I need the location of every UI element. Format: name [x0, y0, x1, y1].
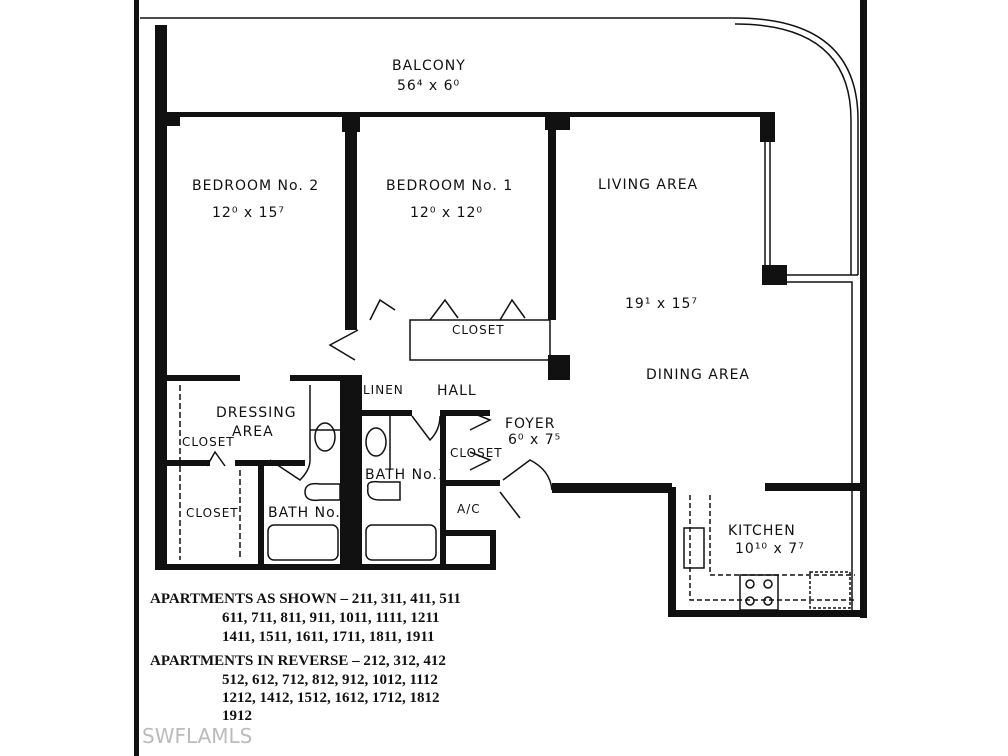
- room-labels: BALCONY 56⁴ x 6⁰ BEDROOM No. 2 12⁰ x 15⁷…: [182, 58, 805, 557]
- apartments-shown-line-1: APARTMENTS AS SHOWN – 211, 311, 411, 511: [150, 591, 461, 607]
- kitchen-size: 10¹⁰ x 7⁷: [735, 541, 805, 557]
- apartments-shown-line-2: 611, 711, 811, 911, 1011, 1111, 1211: [222, 610, 440, 626]
- balcony-label: BALCONY: [392, 58, 466, 74]
- closet-label: CLOSET: [450, 446, 503, 460]
- living-label: LIVING AREA: [598, 177, 698, 193]
- bedroom2-label: BEDROOM No. 2: [192, 178, 319, 194]
- bath1-label: BATH No.1: [365, 467, 448, 483]
- ac-label: A/C: [457, 502, 481, 516]
- closet-label: CLOSET: [452, 323, 505, 337]
- dining-label: DINING AREA: [646, 367, 750, 383]
- outlines: [140, 17, 859, 611]
- hall-label: HALL: [437, 383, 477, 399]
- foyer-label: FOYER: [505, 416, 555, 432]
- apartments-reverse-line-1: APARTMENTS IN REVERSE – 212, 312, 412: [150, 653, 446, 669]
- bedroom1-size: 12⁰ x 12⁰: [410, 205, 483, 221]
- linen-label: LINEN: [363, 383, 404, 397]
- bath2-label: BATH No.2: [268, 505, 351, 521]
- kitchen-label: KITCHEN: [728, 523, 796, 539]
- bedroom1-label: BEDROOM No. 1: [386, 178, 513, 194]
- closet-label: CLOSET: [182, 435, 235, 449]
- watermark: SWFLAMLS: [142, 724, 253, 748]
- closet-label: CLOSET: [186, 506, 239, 520]
- dressing-label-2: AREA: [232, 424, 274, 440]
- apartments-reverse-line-3: 1212, 1412, 1512, 1612, 1712, 1812: [222, 690, 440, 706]
- living-size: 19¹ x 15⁷: [625, 296, 698, 312]
- apartments-reverse-line-2: 512, 612, 712, 812, 912, 1012, 1112: [222, 672, 438, 688]
- balcony-size: 56⁴ x 6⁰: [397, 78, 460, 94]
- walls: [134, 0, 867, 756]
- apartments-shown-line-3: 1411, 1511, 1611, 1711, 1811, 1911: [222, 629, 435, 645]
- apartments-reverse-line-4: 1912: [222, 708, 252, 724]
- dressing-label: DRESSING: [216, 405, 297, 421]
- bedroom2-size: 12⁰ x 15⁷: [212, 205, 285, 221]
- foyer-size: 6⁰ x 7⁵: [508, 432, 561, 448]
